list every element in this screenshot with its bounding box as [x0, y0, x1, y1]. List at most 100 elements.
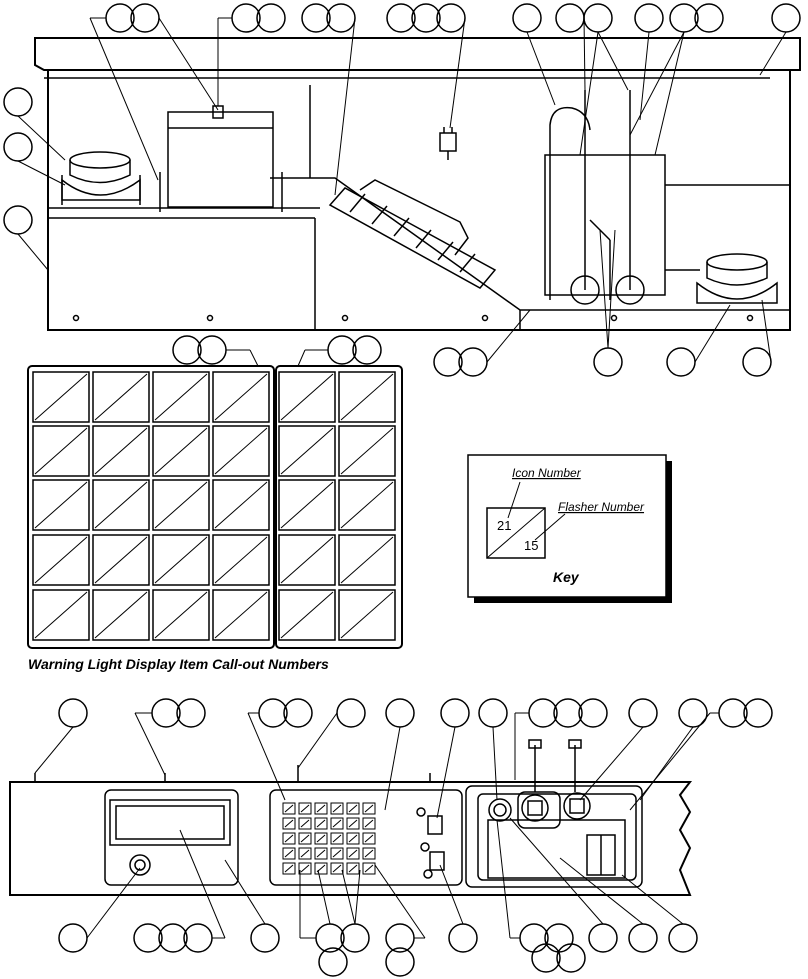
center-module — [159, 105, 283, 212]
keypad-key — [298, 817, 312, 830]
cell-diagonal — [34, 591, 88, 639]
top-panel-assembly — [3, 3, 801, 377]
cell-diagonal — [280, 481, 334, 529]
cell-diagonal — [34, 373, 88, 421]
warning-light-cells — [32, 371, 396, 641]
warning-light-cell — [32, 479, 90, 531]
warning-light-cell — [152, 371, 210, 423]
callouts-top — [3, 3, 801, 377]
warning-light-cell — [92, 479, 150, 531]
key-box: 21 15 Icon Number Flasher Number Key — [467, 454, 672, 603]
keypad-key-mark — [316, 819, 326, 828]
callouts-bottom — [58, 698, 773, 977]
keypad-key-mark — [364, 834, 374, 843]
left-speaker — [61, 151, 141, 205]
cell-diagonal — [94, 481, 148, 529]
keypad-key — [298, 832, 312, 845]
warning-light-cell — [152, 425, 210, 477]
cell-diagonal — [214, 427, 268, 475]
warning-light-cell — [92, 589, 150, 641]
circuit-board — [328, 179, 497, 289]
warning-light-cell — [92, 534, 150, 586]
warning-light-cell — [278, 479, 336, 531]
cell-diagonal — [94, 427, 148, 475]
key-flasher-label: Flasher Number — [558, 500, 645, 514]
warning-light-cell — [212, 479, 270, 531]
right-speaker — [696, 253, 778, 304]
figure-caption: Warning Light Display Item Call-out Numb… — [28, 656, 329, 672]
keypad-key-mark — [316, 834, 326, 843]
key-title: Key — [553, 569, 580, 585]
cell-diagonal — [340, 427, 394, 475]
keypad-key — [282, 802, 296, 815]
warning-light-cell — [152, 534, 210, 586]
warning-light-cell — [92, 425, 150, 477]
leader-lines-top — [17, 17, 787, 367]
keypad-key — [298, 862, 312, 875]
keypad-key — [282, 832, 296, 845]
warning-light-cell — [212, 534, 270, 586]
keypad-key — [282, 847, 296, 860]
keypad-key — [346, 832, 360, 845]
warning-light-cell — [278, 589, 336, 641]
keypad-key — [330, 862, 344, 875]
keypad-unit — [269, 789, 463, 886]
warning-light-cell — [32, 589, 90, 641]
warning-light-cell — [152, 479, 210, 531]
cell-diagonal — [94, 536, 148, 584]
cell-diagonal — [214, 536, 268, 584]
keypad-key — [314, 802, 328, 815]
keypad-key — [346, 817, 360, 830]
keypad-key-mark — [332, 834, 342, 843]
warning-light-cell — [338, 534, 396, 586]
cell-diagonal — [280, 373, 334, 421]
cell-diagonal — [280, 427, 334, 475]
bottom-control-panel — [9, 698, 773, 977]
keypad-key — [362, 832, 376, 845]
warning-light-cell — [212, 371, 270, 423]
cell-diagonal — [280, 591, 334, 639]
warning-light-cell — [338, 479, 396, 531]
keypad-key-mark — [300, 834, 310, 843]
keypad-key — [298, 802, 312, 815]
keypad-key-mark — [316, 804, 326, 813]
keypad-key-mark — [284, 864, 294, 873]
warning-light-cell — [278, 371, 336, 423]
keypad-key — [362, 802, 376, 815]
connector-unit — [465, 739, 643, 888]
keypad-buttons — [282, 802, 376, 875]
keypad-key — [362, 862, 376, 875]
keypad-key-mark — [332, 849, 342, 858]
warning-light-cell — [338, 589, 396, 641]
keypad-key-mark — [300, 804, 310, 813]
warning-light-cell — [32, 534, 90, 586]
keypad-key — [314, 862, 328, 875]
keypad-key-mark — [364, 849, 374, 858]
keypad-key — [330, 802, 344, 815]
key-icon-example: 21 — [497, 518, 511, 533]
keypad-key-mark — [284, 849, 294, 858]
keypad-key-mark — [300, 849, 310, 858]
warning-light-cell — [278, 534, 336, 586]
keypad-key-mark — [348, 834, 358, 843]
keypad-key — [282, 862, 296, 875]
cell-diagonal — [154, 373, 208, 421]
warning-light-cell — [32, 425, 90, 477]
keypad-key-mark — [348, 819, 358, 828]
keypad-key-mark — [364, 819, 374, 828]
cell-diagonal — [214, 591, 268, 639]
warning-light-cell — [32, 371, 90, 423]
keypad-key — [346, 862, 360, 875]
keypad-key-mark — [364, 864, 374, 873]
keypad-key-mark — [364, 804, 374, 813]
keypad-key — [330, 832, 344, 845]
keypad-key — [330, 847, 344, 860]
keypad-key — [362, 847, 376, 860]
relay — [439, 127, 457, 160]
keypad-key-mark — [348, 849, 358, 858]
cell-diagonal — [154, 536, 208, 584]
keypad-key — [298, 847, 312, 860]
keypad-key-mark — [300, 819, 310, 828]
cell-diagonal — [34, 481, 88, 529]
